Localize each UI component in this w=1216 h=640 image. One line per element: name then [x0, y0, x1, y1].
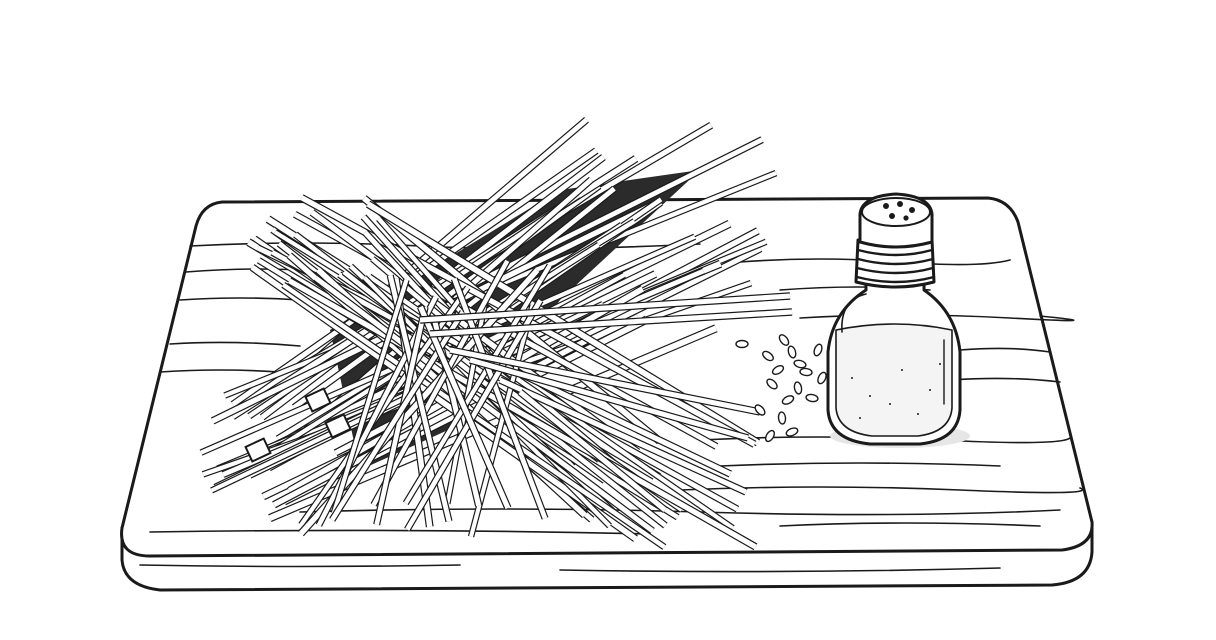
- salt-grain: [793, 359, 807, 369]
- salt-grain: [754, 404, 766, 416]
- salt-grain: [813, 343, 823, 357]
- salt-grain: [777, 411, 787, 425]
- noodle-stick: [313, 275, 655, 534]
- salt-grain: [781, 395, 795, 405]
- salt-shaker: [826, 192, 970, 448]
- salt-grain: [778, 334, 790, 346]
- noodle-stick: [330, 278, 410, 515]
- noodle-stick: [287, 277, 758, 551]
- salt-grain: [764, 429, 776, 443]
- salt-grain: [735, 339, 749, 349]
- noodle-tie: [304, 387, 332, 413]
- noodle-stick: [404, 298, 544, 532]
- salt-grain: [817, 371, 827, 385]
- noodle-bundle: [199, 116, 793, 551]
- noodle-stick: [417, 305, 512, 510]
- noodle-tie: [244, 437, 272, 463]
- salt-grain: [771, 364, 785, 376]
- shaker-thread-lines: [855, 248, 936, 284]
- salt-grain: [785, 427, 799, 437]
- salt-grain: [762, 350, 774, 362]
- noodle-stick: [429, 308, 793, 338]
- shaker-salt-fill: [835, 323, 953, 437]
- salt-grain: [766, 378, 778, 390]
- salt-grain: [793, 381, 803, 395]
- noodle-stick: [498, 376, 748, 496]
- noodle-stick: [249, 264, 638, 542]
- noodle-stick: [467, 304, 536, 538]
- noodle-stick: [402, 263, 553, 505]
- noodle-stick: [370, 259, 511, 507]
- salt-grains: [735, 334, 827, 443]
- noodle-tie: [324, 413, 352, 439]
- noodle-stick: [449, 346, 761, 416]
- noodle-stick: [199, 233, 697, 456]
- shaker-cap-holes: [883, 201, 915, 221]
- noodle-stick: [517, 389, 668, 513]
- salt-grain: [799, 367, 813, 377]
- noodle-stick: [419, 292, 791, 324]
- salt-grain: [805, 393, 819, 403]
- salt-grain: [787, 345, 797, 359]
- noodle-stick: [469, 356, 749, 442]
- shaker-glass-highlight: [841, 293, 867, 333]
- shaker-salt-speckles: [851, 363, 941, 419]
